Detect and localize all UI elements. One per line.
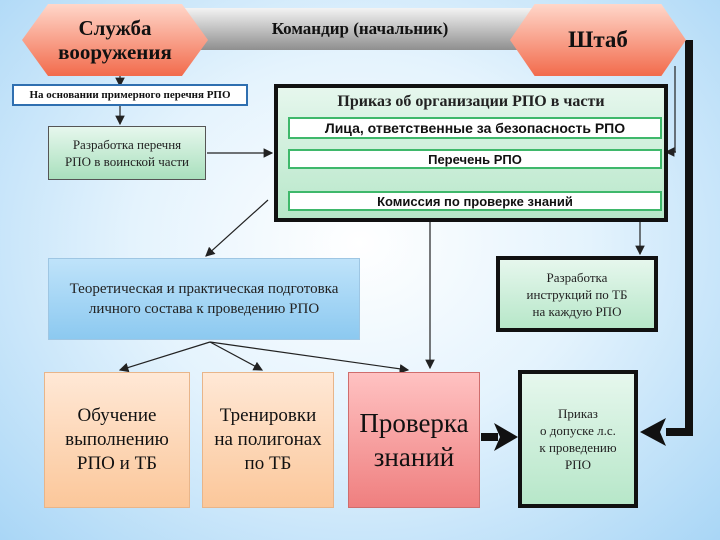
arrow-training-to-check bbox=[209, 341, 410, 374]
commission-bar: Комиссия по проверке знаний bbox=[288, 191, 662, 211]
develop-list-label: Разработка перечня РПО в воинской части bbox=[65, 137, 189, 169]
order-title: Приказ об организации РПО в части bbox=[337, 93, 605, 110]
commander-box: Командир (начальник) bbox=[150, 8, 570, 50]
arrow-staff-to-order bbox=[670, 66, 676, 153]
drills-label: Тренировки на полигонах по ТБ bbox=[214, 405, 322, 474]
responsible-persons-bar: Лица, ответственные за безопасность РПО bbox=[288, 117, 662, 139]
staff-box: Штаб bbox=[510, 4, 686, 76]
note-box: На основании примерного перечня РПО bbox=[12, 84, 248, 106]
order-panel: Приказ об организации РПО в части Лица, … bbox=[274, 84, 668, 222]
learning-label: Обучение выполнению РПО и ТБ bbox=[65, 405, 169, 474]
weapons-service-label: Служба вооружения bbox=[58, 16, 172, 64]
learning-box: Обучение выполнению РПО и ТБ bbox=[44, 372, 190, 508]
staff-label: Штаб bbox=[568, 27, 628, 52]
note-label: На основании примерного перечня РПО bbox=[29, 89, 231, 101]
knowledge-check-label: Проверка знаний bbox=[359, 408, 469, 472]
admission-order-box: Приказ о допуске л.с. к проведению РПО bbox=[518, 370, 638, 508]
arrow-training-to-learning bbox=[118, 341, 211, 373]
develop-list-box: Разработка перечня РПО в воинской части bbox=[48, 126, 206, 180]
arrow-staff-to-admission bbox=[666, 40, 693, 436]
instructions-label: Разработка инструкций по ТБ на каждую РП… bbox=[526, 269, 628, 319]
commander-label: Командир (начальник) bbox=[271, 19, 449, 38]
training-preparation-label: Теоретическая и практическая подготовка … bbox=[69, 281, 339, 317]
admission-order-label: Приказ о допуске л.с. к проведению РПО bbox=[539, 406, 617, 472]
rpo-list-bar: Перечень РПО bbox=[288, 149, 662, 169]
arrow-order-to-training bbox=[205, 199, 269, 257]
instructions-box: Разработка инструкций по ТБ на каждую РП… bbox=[496, 256, 658, 332]
drills-box: Тренировки на полигонах по ТБ bbox=[202, 372, 334, 508]
knowledge-check-box: Проверка знаний bbox=[348, 372, 480, 508]
training-preparation-box: Теоретическая и практическая подготовка … bbox=[48, 258, 360, 340]
weapons-service-box: Служба вооружения bbox=[22, 4, 208, 76]
arrow-training-to-drills bbox=[209, 341, 264, 371]
